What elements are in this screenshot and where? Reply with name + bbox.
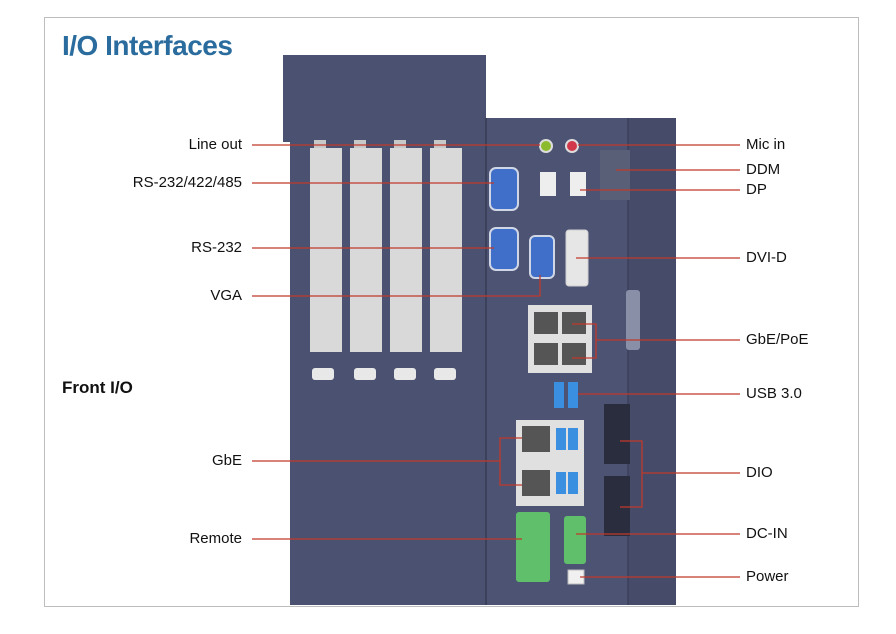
section-label-front-io: Front I/O	[62, 378, 133, 397]
label-mic-in: Mic in	[746, 136, 786, 153]
label-gbe-poe: GbE/PoE	[746, 331, 809, 348]
label-ddm: DDM	[746, 161, 781, 178]
side-db-connector	[626, 290, 640, 350]
label-power: Power	[746, 568, 789, 585]
label-rs232: RS-232	[191, 239, 242, 256]
dio-connector-2	[604, 476, 630, 536]
label-dio: DIO	[746, 464, 773, 481]
line-out-jack	[539, 139, 553, 153]
ddm-slot	[600, 150, 630, 200]
dp-port-2	[570, 172, 586, 196]
remote-terminal	[516, 512, 550, 582]
mic-in-jack	[565, 139, 579, 153]
vga-port	[529, 235, 555, 279]
label-dc-in: DC-IN	[746, 525, 788, 542]
dp-port-1	[540, 172, 556, 196]
page-title: I/O Interfaces	[62, 30, 233, 61]
label-gbe: GbE	[211, 452, 242, 469]
leader-lines	[252, 144, 740, 578]
rs232-422-485-port	[489, 167, 519, 211]
label-dvi-d: DVI-D	[746, 249, 787, 266]
label-remote: Remote	[189, 530, 242, 547]
expansion-slots	[310, 140, 462, 380]
label-dp: DP	[746, 181, 767, 198]
usb30-port-1	[554, 382, 564, 408]
label-rs232-422-485: RS-232/422/485	[132, 174, 242, 191]
chassis-right-edge	[628, 118, 676, 605]
dc-in-terminal	[564, 516, 586, 564]
label-line-out: Line out	[188, 136, 242, 153]
label-vga: VGA	[210, 287, 242, 304]
label-usb30: USB 3.0	[746, 385, 802, 402]
dio-connector-1	[604, 404, 630, 464]
usb30-port-2	[568, 382, 578, 408]
rs232-port	[489, 227, 519, 271]
